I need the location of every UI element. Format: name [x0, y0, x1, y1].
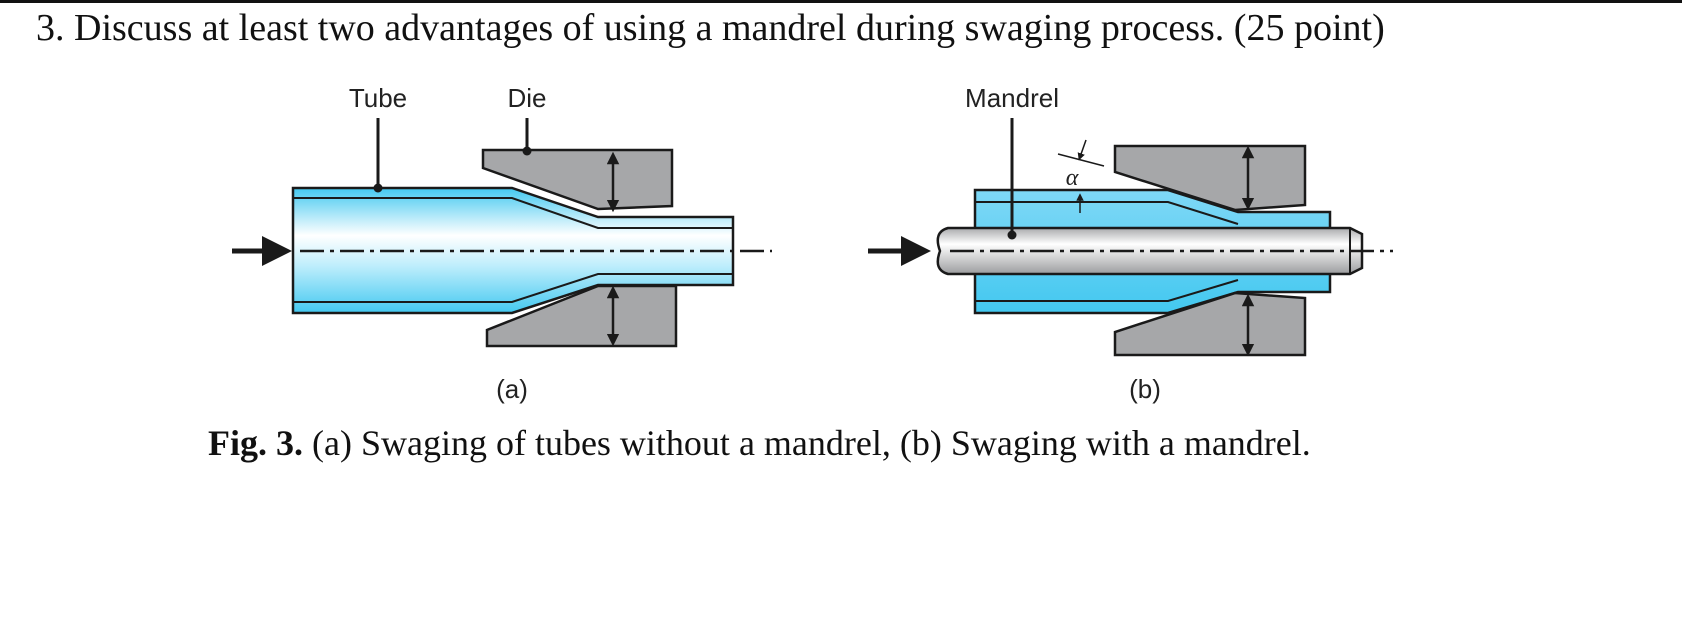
mandrel-label: Mandrel: [965, 83, 1059, 113]
panel-b: Mandrel α (b): [868, 83, 1393, 404]
panel-a: Tube Die (a): [232, 83, 772, 404]
panel-b-sublabel: (b): [1129, 374, 1161, 404]
top-border-rule: [0, 0, 1682, 3]
die-upper-b: [1113, 144, 1307, 212]
alpha-angle-label: α: [1066, 165, 1079, 191]
question-text: 3. Discuss at least two advantages of us…: [36, 7, 1385, 49]
die-upper-a: [481, 148, 674, 211]
die-label: Die: [507, 83, 546, 113]
caption-text: (a) Swaging of tubes without a mandrel, …: [303, 423, 1311, 463]
caption-label: Fig. 3.: [208, 423, 303, 463]
mandrel-b: [936, 226, 1364, 276]
die-lower-b: [1113, 291, 1307, 357]
tube-label: Tube: [349, 83, 407, 113]
die-lower-a: [485, 284, 678, 348]
panel-a-sublabel: (a): [496, 374, 528, 404]
figure-caption: Fig. 3. (a) Swaging of tubes without a m…: [208, 422, 1311, 465]
